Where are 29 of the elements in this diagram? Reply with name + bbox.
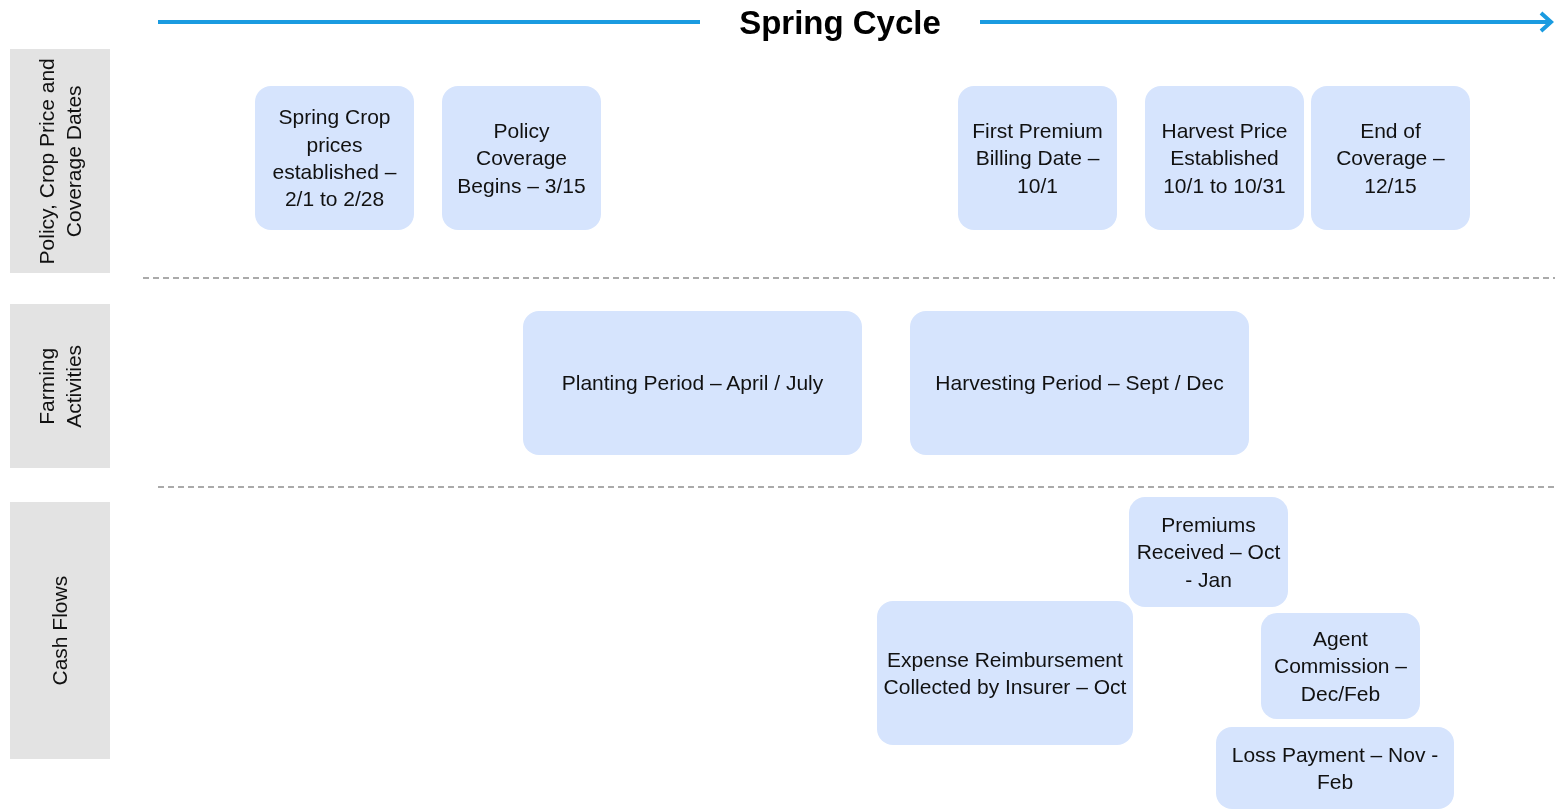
box-label: First Premium Billing Date – 10/1 — [971, 118, 1104, 199]
timeline-box — [877, 601, 1133, 745]
box-label: Policy Coverage Begins – 3/15 — [456, 118, 587, 199]
row-header-band — [10, 49, 110, 273]
row-header-band — [10, 304, 110, 468]
row-label: Policy, Crop Price and Coverage Dates — [33, 56, 86, 266]
box-label: Expense Reimbursement Collected by Insurer – Oct — [882, 646, 1128, 700]
row-label: Farming Activities — [33, 343, 86, 430]
box-label: Harvesting Period – Sept / Dec — [934, 370, 1225, 397]
box-label: Planting Period – April / July — [560, 370, 825, 397]
timeline-box — [523, 311, 862, 455]
timeline-box — [1311, 86, 1470, 230]
timeline-box — [442, 86, 601, 230]
box-label: End of Coverage – 12/15 — [1335, 118, 1446, 199]
row-header-band — [10, 502, 110, 759]
timeline-box — [910, 311, 1249, 455]
box-label: Spring Crop prices established – 2/1 to 2/28 — [271, 104, 398, 213]
row-label: Cash Flows — [47, 574, 73, 688]
box-label: Harvest Price Established 10/1 to 10/31 — [1160, 118, 1289, 199]
timeline-box — [958, 86, 1117, 230]
box-label: Agent Commission – Dec/Feb — [1272, 626, 1408, 707]
timeline-box — [1216, 727, 1454, 809]
diagram-title: Spring Cycle — [738, 4, 942, 42]
timeline-box — [1129, 497, 1288, 607]
box-label: Loss Payment – Nov - Feb — [1230, 741, 1440, 795]
timeline-box — [255, 86, 414, 230]
timeline-box — [1261, 613, 1420, 719]
timeline-box — [1145, 86, 1304, 230]
box-label: Premiums Received – Oct - Jan — [1135, 512, 1282, 593]
